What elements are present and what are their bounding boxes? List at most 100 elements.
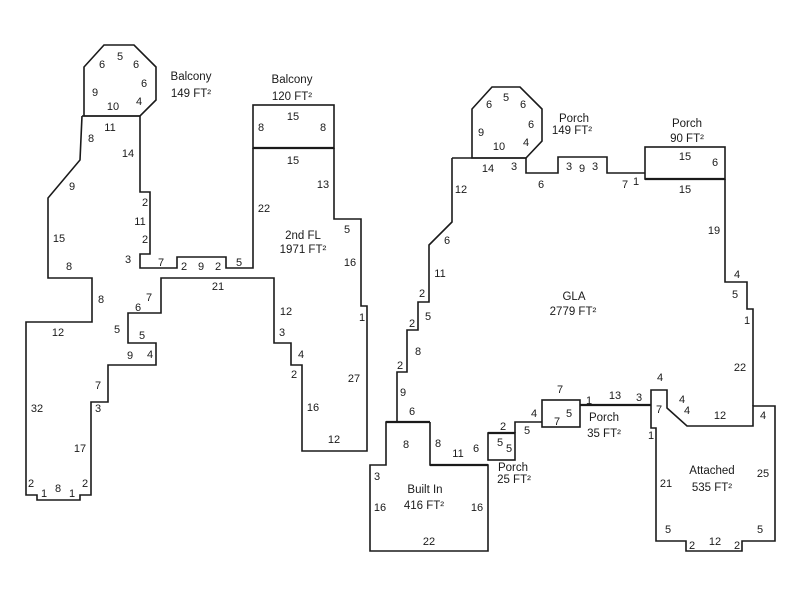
dim-label: 22: [423, 536, 435, 548]
dim-label: 14: [122, 148, 134, 160]
dim-label: 3: [592, 161, 598, 173]
dim-label: 3: [511, 161, 517, 173]
dim-label: 21: [212, 281, 224, 293]
dim-label: 4: [136, 96, 142, 108]
dim-label: 5: [757, 524, 763, 536]
dim-label: 2: [142, 197, 148, 209]
dim-label: 6: [520, 99, 526, 111]
dim-label: 7: [146, 292, 152, 304]
dim-label: 5: [236, 257, 242, 269]
dim-label: 2: [500, 421, 506, 433]
dim-label: 10: [493, 141, 505, 153]
dim-label: 8: [415, 346, 421, 358]
dim-label: 2: [689, 540, 695, 552]
room-name-porch-35: Porch: [589, 412, 619, 424]
dim-label: 32: [31, 403, 43, 415]
dim-label: 15: [679, 151, 691, 163]
dim-label: 5: [114, 324, 120, 336]
room-area-porch-35: 35 FT²: [587, 428, 621, 440]
dim-label: 1: [586, 395, 592, 407]
balcony-left-outline: [83, 44, 157, 117]
dim-label: 5: [665, 524, 671, 536]
dim-label: 22: [258, 203, 270, 215]
dim-label: 8: [66, 261, 72, 273]
dim-label: 4: [657, 372, 663, 384]
dim-label: 4: [531, 408, 537, 420]
room-area-porch-90: 90 FT²: [670, 133, 704, 145]
dim-label: 12: [52, 327, 64, 339]
porch-octagon-outline: [471, 86, 543, 159]
dim-label: 4: [679, 394, 685, 406]
dim-label: 12: [714, 410, 726, 422]
dim-label: 7: [95, 380, 101, 392]
dim-label: 3: [125, 254, 131, 266]
room-area-2nd-fl: 1971 FT²: [280, 244, 327, 256]
dim-label: 1: [744, 315, 750, 327]
room-area-gla: 2779 FT²: [550, 306, 597, 318]
dim-label: 9: [69, 181, 75, 193]
dim-label: 7: [554, 416, 560, 428]
dim-label: 17: [74, 443, 86, 455]
dim-label: 7: [557, 384, 563, 396]
dim-label: 6: [409, 406, 415, 418]
dim-label: 15: [679, 184, 691, 196]
room-area-balcony-left: 149 FT²: [171, 88, 211, 100]
room-area-built-in: 416 FT²: [404, 500, 444, 512]
room-name-built-in: Built In: [407, 484, 442, 496]
gla-left-outline: [396, 158, 453, 422]
dim-label: 6: [99, 59, 105, 71]
dim-label: 1: [648, 430, 654, 442]
room-area-balcony-top: 120 FT²: [272, 91, 312, 103]
dim-label: 3: [636, 392, 642, 404]
room-area-attached: 535 FT²: [692, 482, 732, 494]
dim-label: 5: [344, 224, 350, 236]
dim-label: 8: [98, 294, 104, 306]
dim-label: 5: [139, 330, 145, 342]
gla-right-outline: [724, 179, 754, 406]
dim-label: 1: [359, 312, 365, 324]
dim-label: 4: [760, 410, 766, 422]
dim-label: 6: [712, 157, 718, 169]
dim-label: 15: [287, 111, 299, 123]
dim-label: 10: [107, 101, 119, 113]
dim-label: 1: [41, 488, 47, 500]
room-name-porch-octagon: Porch: [559, 113, 589, 125]
dim-label: 2: [142, 234, 148, 246]
dim-label: 9: [92, 87, 98, 99]
dim-label: 6: [486, 99, 492, 111]
dim-label: 9: [198, 261, 204, 273]
dim-label: 8: [403, 439, 409, 451]
room-name-attached: Attached: [689, 465, 734, 477]
room-name-gla: GLA: [562, 291, 585, 303]
dim-label: 15: [287, 155, 299, 167]
dim-label: 12: [455, 184, 467, 196]
dim-label: 5: [117, 51, 123, 63]
room-area-porch-octagon: 149 FT²: [552, 125, 592, 137]
dim-label: 1: [633, 176, 639, 188]
room-area-porch-25: 25 FT²: [497, 474, 531, 486]
dim-label: 6: [133, 59, 139, 71]
dim-label: 8: [88, 133, 94, 145]
dim-label: 3: [279, 327, 285, 339]
dim-label: 13: [609, 390, 621, 402]
dim-label: 16: [344, 257, 356, 269]
dim-label: 6: [141, 78, 147, 90]
dim-label: 6: [135, 302, 141, 314]
dim-label: 2: [28, 478, 34, 490]
dim-label: 5: [506, 443, 512, 455]
dim-label: 3: [566, 161, 572, 173]
dim-label: 14: [482, 163, 494, 175]
dim-label: 15: [53, 233, 65, 245]
left-wing-outline: [82, 115, 254, 269]
dim-label: 21: [660, 478, 672, 490]
dim-label: 1: [69, 488, 75, 500]
dim-label: 3: [95, 403, 101, 415]
dim-label: 11: [134, 216, 145, 228]
dim-label: 5: [732, 289, 738, 301]
room-name-balcony-left: Balcony: [171, 71, 212, 83]
dim-label: 2: [215, 261, 221, 273]
dim-label: 6: [473, 443, 479, 455]
dim-label: 16: [471, 502, 483, 514]
dim-label: 7: [656, 404, 662, 416]
dim-label: 5: [524, 425, 530, 437]
